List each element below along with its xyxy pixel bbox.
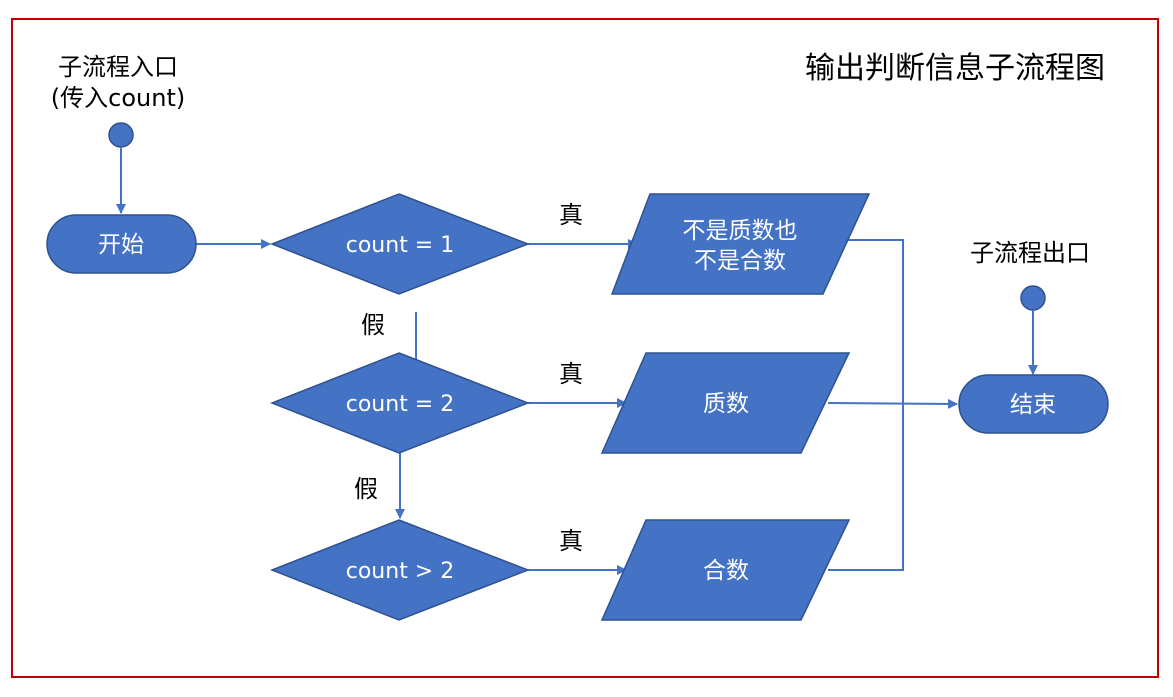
output1-label-line1: 不是质数也 xyxy=(683,218,798,244)
decision-count-gt-2-label: count > 2 xyxy=(346,559,455,584)
entry-label-line2: (传入count) xyxy=(51,84,185,112)
entry-label-line1: 子流程入口 xyxy=(58,53,178,81)
output1-label-line2: 不是合数 xyxy=(694,248,786,274)
edge-label-true-3: 真 xyxy=(559,527,583,555)
start-label: 开始 xyxy=(98,232,144,258)
edge-output2-end xyxy=(827,398,958,409)
output-neither-prime-nor-composite xyxy=(610,193,871,295)
diagram-title: 输出判断信息子流程图 xyxy=(805,51,1105,86)
decision-count-eq-1-label: count = 1 xyxy=(346,233,455,258)
decision-count-eq-2 xyxy=(269,352,531,454)
edge-label-true-2: 真 xyxy=(559,360,583,388)
end-label: 结束 xyxy=(1010,392,1056,418)
edge-output1-merge xyxy=(846,239,904,404)
diagram-frame xyxy=(11,18,1159,678)
output2-label: 质数 xyxy=(703,391,749,417)
entry-node xyxy=(108,122,134,148)
output-prime xyxy=(600,352,851,454)
end-terminator xyxy=(958,374,1109,434)
decision-count-gt-2 xyxy=(269,519,531,621)
edge-output3-merge xyxy=(828,404,904,571)
exit-node xyxy=(1020,285,1046,311)
edge-label-false-1: 假 xyxy=(361,311,385,339)
exit-label: 子流程出口 xyxy=(970,239,1090,267)
decision-count-eq-1 xyxy=(269,193,531,295)
edge-label-true-1: 真 xyxy=(559,201,583,229)
start-terminator xyxy=(46,214,197,274)
decision-count-eq-2-label: count = 2 xyxy=(346,392,455,417)
output-composite xyxy=(600,519,851,621)
output3-label: 合数 xyxy=(703,558,749,584)
edge-label-false-2: 假 xyxy=(354,475,378,503)
